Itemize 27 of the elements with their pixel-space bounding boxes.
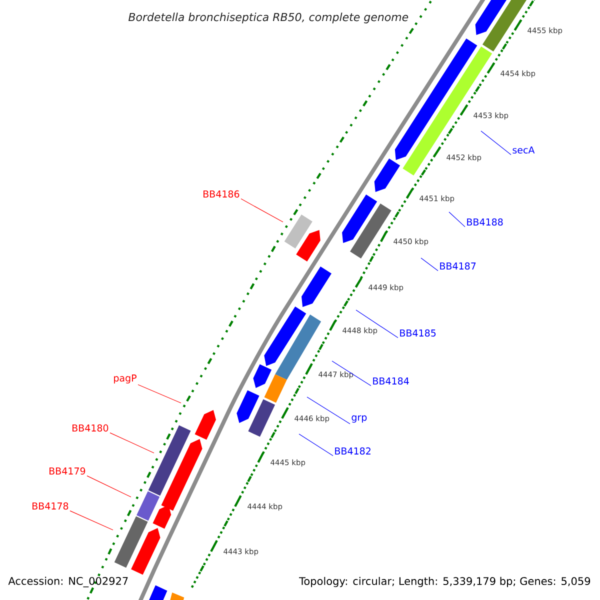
gene-label: BB4184 (373, 377, 409, 385)
leader-line (448, 212, 466, 228)
leader-line (70, 510, 114, 530)
gene-label: pagP (114, 374, 136, 384)
leader-line (332, 360, 372, 386)
leader-line (110, 432, 154, 454)
gene-label: BB4186 (204, 190, 240, 198)
gene-label: grp (352, 415, 367, 423)
leader-line (240, 198, 284, 222)
gene-label: BB4188 (467, 218, 503, 226)
gene-label: BB4185 (400, 329, 436, 337)
gene-label: BB4179 (50, 467, 86, 475)
leader-line (480, 130, 512, 156)
leader-line (298, 434, 334, 456)
leader-line (86, 476, 132, 498)
leader-line (356, 310, 398, 338)
leader-line (420, 258, 438, 272)
leader-line (138, 384, 182, 404)
leader-line (306, 396, 350, 424)
gene-label: BB4180 (72, 424, 108, 432)
accession-label: Accession: NC_002927 (8, 576, 128, 588)
gene-label: BB4182 (335, 447, 370, 455)
gene-label: BB4178 (32, 502, 68, 510)
gene-label: BB4187 (440, 262, 476, 270)
gene-label: secA (512, 146, 535, 154)
summary-label: Topology: circular; Length: 5,339,179 bp; Genes: 5,059 (299, 576, 590, 588)
title: Bordetella bronchiseptica RB50, complete genome (128, 12, 408, 24)
